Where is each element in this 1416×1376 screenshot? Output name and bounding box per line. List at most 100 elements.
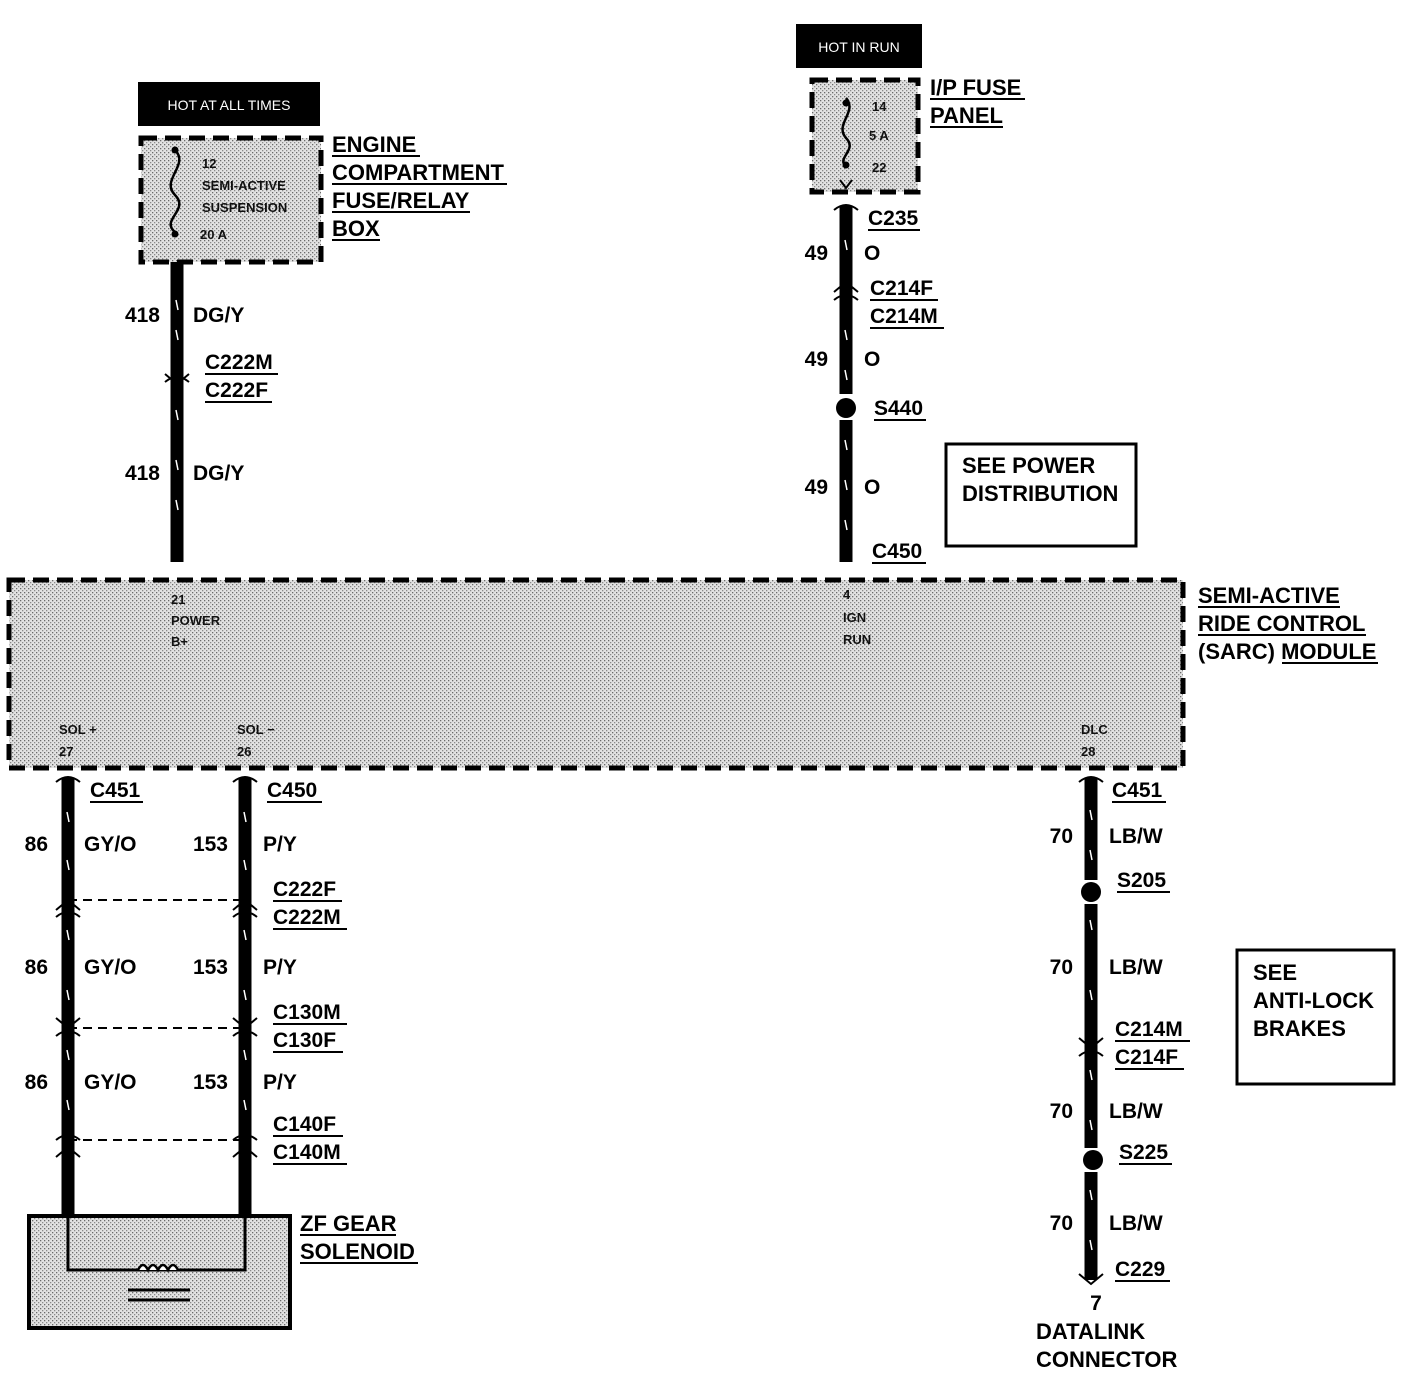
- connector-c451-dlc: C451: [1078, 776, 1166, 803]
- svg-text:COMPARTMENT: COMPARTMENT: [332, 160, 504, 185]
- splice-s440: S440: [836, 397, 926, 421]
- svg-text:27: 27: [59, 744, 73, 759]
- svg-text:5 A: 5 A: [869, 128, 889, 143]
- svg-text:70: 70: [1050, 1100, 1073, 1123]
- zf-gear-solenoid-label: ZF GEAR SOLENOID: [300, 1211, 418, 1264]
- svg-text:C214F: C214F: [870, 277, 933, 300]
- svg-text:C214M: C214M: [870, 305, 938, 328]
- wire-70: 70 LB/W 70 LB/W 70 LB/W 70 LB/W: [1050, 778, 1163, 1280]
- svg-text:153: 153: [193, 956, 228, 979]
- svg-text:26: 26: [237, 744, 251, 759]
- svg-text:O: O: [864, 242, 880, 265]
- svg-text:C229: C229: [1115, 1258, 1165, 1281]
- connector-c140: C140F C140M: [55, 1113, 347, 1165]
- svg-text:418: 418: [125, 304, 160, 327]
- svg-text:C451: C451: [1112, 779, 1163, 802]
- svg-text:P/Y: P/Y: [263, 833, 297, 856]
- svg-text:DG/Y: DG/Y: [193, 304, 244, 327]
- svg-text:C130F: C130F: [273, 1029, 336, 1052]
- svg-text:86: 86: [25, 956, 48, 979]
- svg-text:12: 12: [202, 156, 216, 171]
- svg-text:GY/O: GY/O: [84, 1071, 137, 1094]
- svg-text:P/Y: P/Y: [263, 1071, 297, 1094]
- connector-c214: C214F C214M: [833, 277, 944, 329]
- svg-text:86: 86: [25, 1071, 48, 1094]
- svg-text:70: 70: [1050, 1212, 1073, 1235]
- engine-compartment-fuse-box: 12 SEMI-ACTIVE SUSPENSION 20 A: [138, 135, 324, 265]
- svg-text:B+: B+: [171, 634, 188, 649]
- svg-text:28: 28: [1081, 744, 1095, 759]
- svg-text:LB/W: LB/W: [1109, 1212, 1163, 1235]
- svg-text:SOL −: SOL −: [237, 722, 275, 737]
- svg-text:GY/O: GY/O: [84, 833, 137, 856]
- connector-c229: C229: [1078, 1258, 1170, 1286]
- svg-text:S440: S440: [874, 397, 923, 420]
- svg-text:49: 49: [805, 476, 828, 499]
- engine-fuse-box-label: ENGINE COMPARTMENT FUSE/RELAY BOX: [332, 132, 507, 241]
- svg-text:SEMI-ACTIVE: SEMI-ACTIVE: [202, 178, 286, 193]
- svg-text:S225: S225: [1119, 1141, 1168, 1164]
- svg-text:21: 21: [171, 592, 185, 607]
- svg-text:DATALINK: DATALINK: [1036, 1319, 1145, 1344]
- svg-text:C450: C450: [267, 779, 317, 802]
- svg-text:SEE POWER: SEE POWER: [962, 453, 1095, 478]
- svg-text:C140M: C140M: [273, 1141, 341, 1164]
- svg-text:PANEL: PANEL: [930, 103, 1003, 128]
- svg-text:I/P FUSE: I/P FUSE: [930, 75, 1021, 100]
- svg-text:LB/W: LB/W: [1109, 956, 1163, 979]
- wire-418: 418 DG/Y 418 DG/Y: [125, 262, 244, 562]
- svg-text:153: 153: [193, 833, 228, 856]
- svg-text:C214F: C214F: [1115, 1046, 1178, 1069]
- svg-text:SUSPENSION: SUSPENSION: [202, 200, 287, 215]
- svg-text:SEE: SEE: [1253, 960, 1297, 985]
- svg-text:P/Y: P/Y: [263, 956, 297, 979]
- svg-text:POWER: POWER: [171, 613, 221, 628]
- connector-c450-sol: C450: [232, 776, 322, 803]
- sarc-module-label: SEMI-ACTIVE RIDE CONTROL (SARC) MODULE: [1198, 583, 1378, 664]
- svg-text:RIDE CONTROL: RIDE CONTROL: [1198, 611, 1365, 636]
- svg-text:DISTRIBUTION: DISTRIBUTION: [962, 481, 1118, 506]
- svg-text:RUN: RUN: [843, 632, 871, 647]
- svg-text:DG/Y: DG/Y: [193, 462, 244, 485]
- svg-text:HOT IN RUN: HOT IN RUN: [818, 39, 899, 55]
- svg-text:C214M: C214M: [1115, 1018, 1183, 1041]
- svg-text:BOX: BOX: [332, 216, 380, 241]
- wire-49: 49 O 49 O 49 O: [805, 206, 880, 562]
- hot-at-all-times-badge: HOT AT ALL TIMES: [138, 82, 320, 126]
- see-power-distribution-note: SEE POWER DISTRIBUTION: [944, 442, 1138, 548]
- svg-text:ANTI-LOCK: ANTI-LOCK: [1253, 988, 1374, 1013]
- svg-text:C130M: C130M: [273, 1001, 341, 1024]
- svg-text:ENGINE: ENGINE: [332, 132, 416, 157]
- datalink-connector: 7 DATALINK CONNECTOR: [1036, 1292, 1177, 1372]
- svg-text:S205: S205: [1117, 869, 1166, 892]
- connector-c450-ign: C450: [872, 540, 926, 564]
- svg-text:C222M: C222M: [273, 906, 341, 929]
- svg-text:DLC: DLC: [1081, 722, 1108, 737]
- fuse-icon: [169, 149, 181, 233]
- connector-c222-lower: C222F C222M: [55, 878, 347, 930]
- svg-text:CONNECTOR: CONNECTOR: [1036, 1347, 1177, 1372]
- see-anti-lock-brakes-note: SEE ANTI-LOCK BRAKES: [1235, 948, 1396, 1086]
- svg-text:O: O: [864, 476, 880, 499]
- svg-text:20 A: 20 A: [200, 227, 228, 242]
- connector-c222: C222M C222F: [164, 351, 278, 403]
- connector-c130: C130M C130F: [55, 1001, 347, 1053]
- connector-c214-dlc: C214M C214F: [1078, 1018, 1190, 1070]
- svg-text:22: 22: [872, 160, 886, 175]
- splice-s205: S205: [1081, 869, 1170, 902]
- svg-text:C235: C235: [868, 207, 919, 230]
- svg-text:SOL +: SOL +: [59, 722, 97, 737]
- svg-text:14: 14: [872, 99, 887, 114]
- svg-text:(SARC) MODULE: (SARC) MODULE: [1198, 639, 1376, 664]
- svg-text:O: O: [864, 348, 880, 371]
- svg-text:C450: C450: [872, 540, 922, 563]
- coil-icon: [130, 1263, 186, 1273]
- wire-153: 153 P/Y 153 P/Y 153 P/Y: [193, 778, 297, 1216]
- svg-text:C140F: C140F: [273, 1113, 336, 1136]
- svg-text:418: 418: [125, 462, 160, 485]
- svg-text:C222F: C222F: [205, 379, 268, 402]
- svg-text:70: 70: [1050, 956, 1073, 979]
- svg-text:GY/O: GY/O: [84, 956, 137, 979]
- svg-text:70: 70: [1050, 825, 1073, 848]
